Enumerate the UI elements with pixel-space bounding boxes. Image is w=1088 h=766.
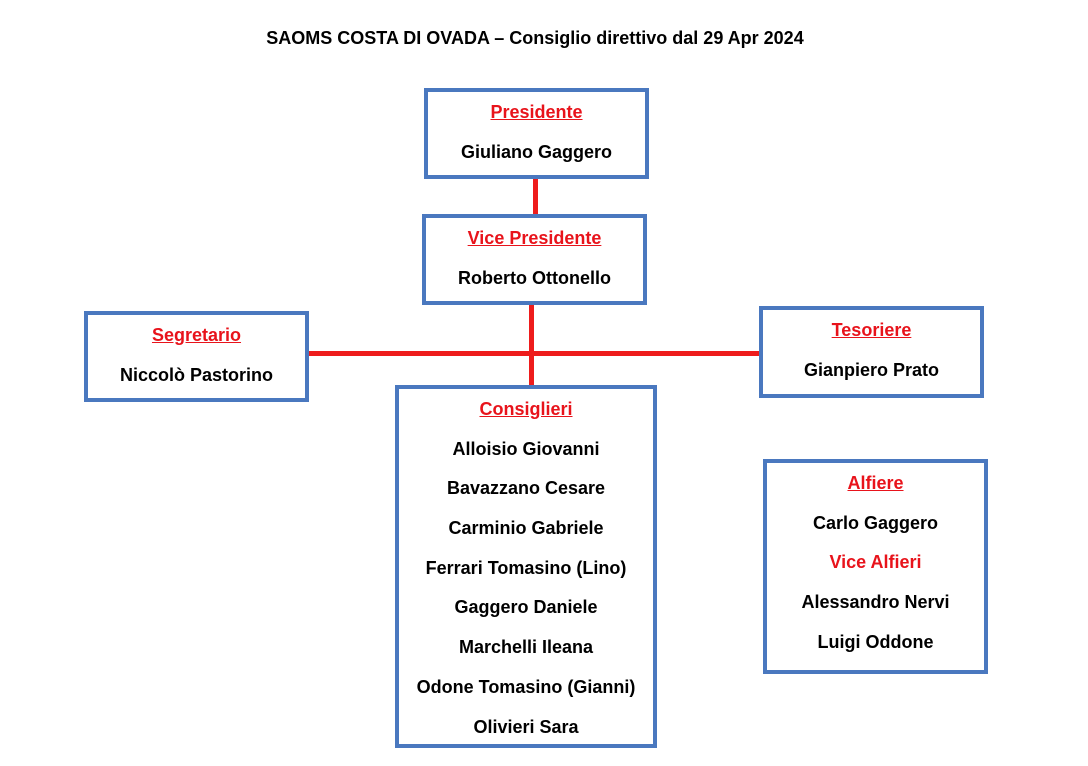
connector-vice-consiglieri (529, 304, 534, 388)
consigliere-name: Gaggero Daniele (454, 597, 598, 618)
presidente-role: Presidente (490, 102, 583, 122)
vice-alfieri-role: Vice Alfieri (829, 552, 922, 573)
segretario-name: Niccolò Pastorino (119, 364, 274, 385)
tesoriere-role: Tesoriere (831, 320, 912, 340)
consigliere-name: Bavazzano Cesare (446, 478, 606, 499)
vice-presidente-box: Vice Presidente Roberto Ottonello (422, 214, 647, 305)
tesoriere-name: Gianpiero Prato (803, 359, 940, 380)
vice-alfiere-name: Luigi Oddone (817, 631, 934, 652)
connector-presidente-vice (533, 178, 538, 216)
consigliere-name: Olivieri Sara (473, 716, 579, 737)
segretario-box: Segretario Niccolò Pastorino (84, 311, 309, 402)
segretario-role: Segretario (151, 325, 242, 345)
vice-presidente-name: Roberto Ottonello (458, 267, 611, 288)
consigliere-name: Ferrari Tomasino (Lino) (425, 557, 627, 578)
vice-alfiere-name: Alessandro Nervi (801, 592, 950, 613)
vice-presidente-role: Vice Presidente (467, 228, 602, 248)
connector-horizontal (307, 351, 762, 356)
alfiere-box: Alfiere Carlo Gaggero Vice Alfieri Aless… (763, 459, 988, 674)
alfiere-name: Carlo Gaggero (812, 512, 939, 533)
presidente-box: Presidente Giuliano Gaggero (424, 88, 649, 179)
consigliere-name: Carminio Gabriele (448, 518, 604, 539)
consigliere-name: Odone Tomasino (Gianni) (416, 676, 636, 697)
consiglieri-role: Consiglieri (479, 399, 573, 419)
tesoriere-box: Tesoriere Gianpiero Prato (759, 306, 984, 398)
consigliere-name: Marchelli Ileana (458, 637, 594, 658)
consiglieri-box: Consiglieri Alloisio Giovanni Bavazzano … (395, 385, 657, 748)
alfiere-role: Alfiere (847, 473, 904, 493)
consigliere-name: Alloisio Giovanni (452, 438, 600, 459)
presidente-name: Giuliano Gaggero (460, 141, 612, 162)
chart-title: SAOMS COSTA DI OVADA – Consiglio diretti… (266, 28, 804, 48)
